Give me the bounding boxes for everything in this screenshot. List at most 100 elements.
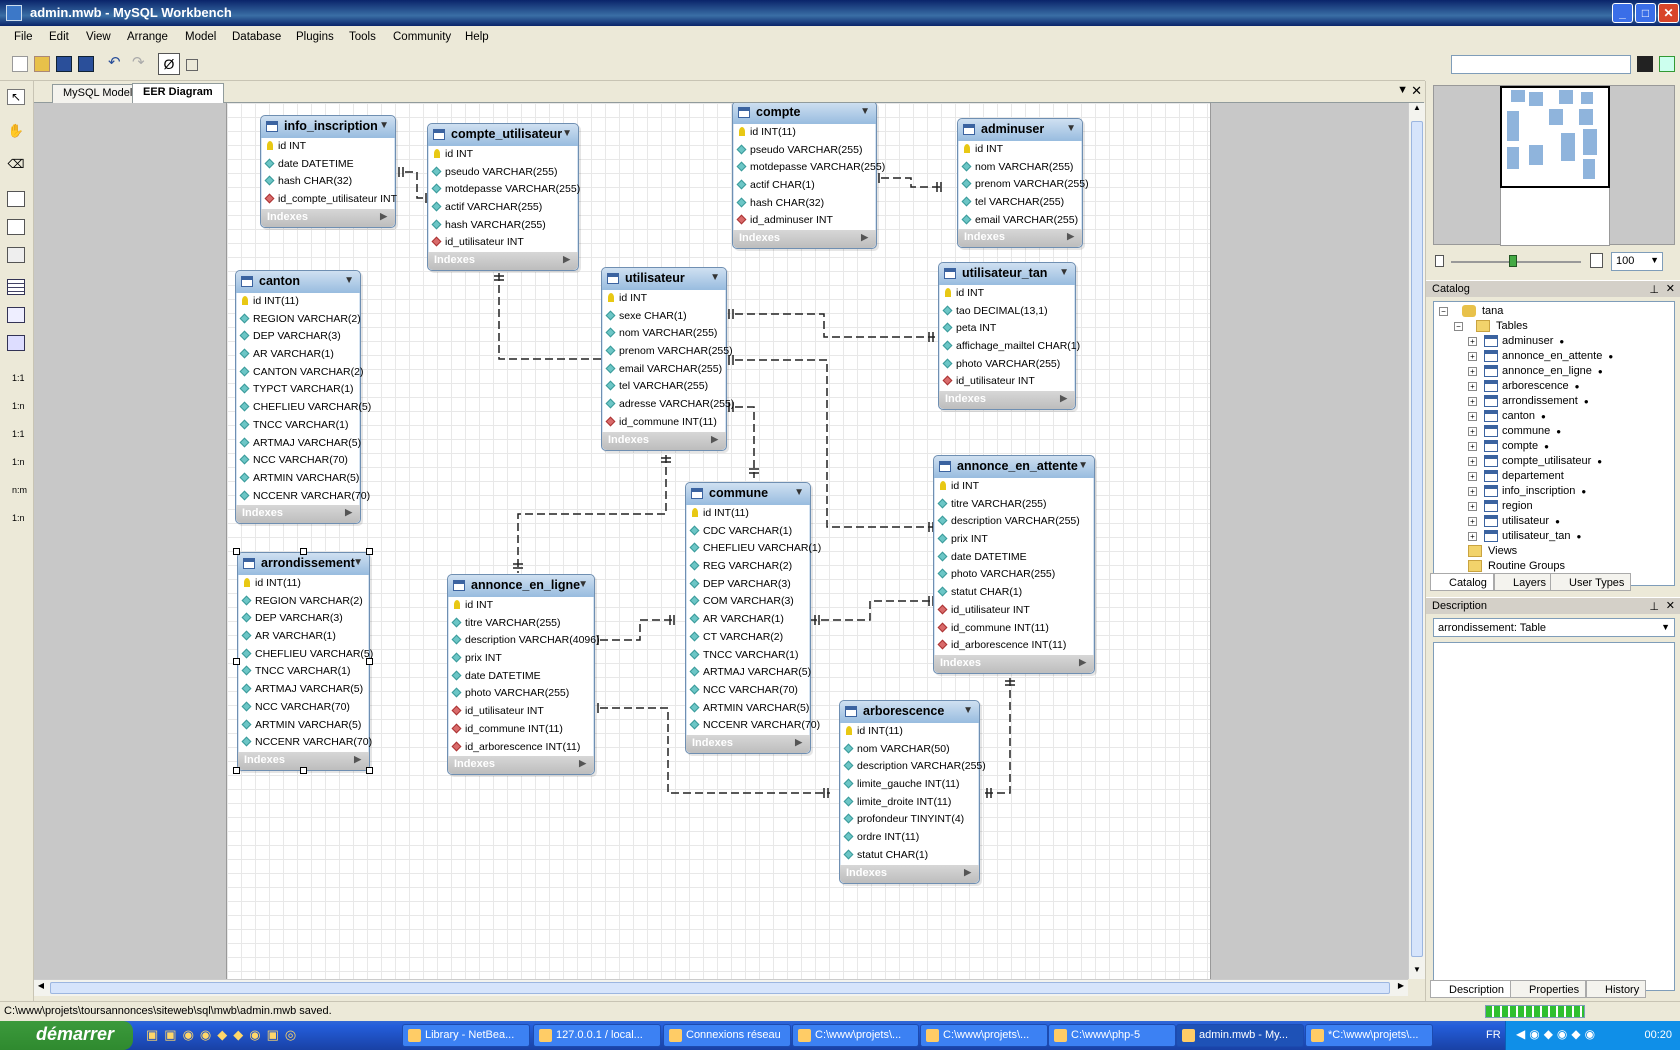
table-header[interactable]: arborescence▼ bbox=[840, 701, 979, 723]
table-column[interactable]: email VARCHAR(255) bbox=[603, 361, 725, 379]
tree-expand-icon[interactable]: + bbox=[1468, 442, 1477, 451]
tray-icons[interactable]: ◀◉◆◉◆◉ bbox=[1516, 1027, 1600, 1041]
collapse-icon[interactable]: ▼ bbox=[379, 120, 389, 131]
open-folder-icon[interactable] bbox=[34, 56, 50, 72]
tree-expand-icon[interactable]: + bbox=[1468, 532, 1477, 541]
tab-user-types[interactable]: User Types bbox=[1550, 573, 1632, 591]
selection-handle[interactable] bbox=[366, 657, 373, 665]
search-input[interactable] bbox=[1451, 55, 1631, 74]
indexes-section[interactable]: Indexes▶ bbox=[939, 391, 1075, 410]
language-indicator[interactable]: FR bbox=[1486, 1029, 1501, 1041]
collapse-icon[interactable]: ▼ bbox=[1059, 267, 1069, 278]
table-column[interactable]: nom VARCHAR(255) bbox=[959, 159, 1081, 177]
indexes-section[interactable]: Indexes▶ bbox=[236, 505, 360, 524]
table-column[interactable]: ARTMAJ VARCHAR(5) bbox=[687, 664, 811, 682]
table-column[interactable]: description VARCHAR(255) bbox=[841, 758, 986, 776]
table-column[interactable]: id INT bbox=[449, 597, 593, 615]
taskbar-button[interactable]: C:\www\projets\... bbox=[792, 1024, 919, 1047]
catalog-table-item[interactable]: commune● bbox=[1502, 425, 1562, 437]
start-button[interactable]: démarrer bbox=[0, 1021, 133, 1050]
table-column[interactable]: ARTMIN VARCHAR(5) bbox=[237, 470, 359, 488]
table-column[interactable]: NCCENR VARCHAR(70) bbox=[239, 734, 372, 752]
table-column[interactable]: motdepasse VARCHAR(255) bbox=[429, 181, 580, 199]
tab-close-icon[interactable]: ✕ bbox=[1411, 83, 1422, 98]
collapse-icon[interactable]: ▼ bbox=[1066, 123, 1076, 134]
collapse-icon[interactable]: ▼ bbox=[860, 106, 870, 117]
expand-icon[interactable]: ▶ bbox=[964, 866, 971, 877]
routine-tool-icon[interactable] bbox=[7, 335, 25, 351]
tab-eer-diagram[interactable]: EER Diagram bbox=[132, 83, 224, 104]
table-column[interactable]: AR VARCHAR(1) bbox=[687, 611, 809, 629]
table-column[interactable]: description VARCHAR(255) bbox=[935, 513, 1093, 531]
schema-name[interactable]: tana bbox=[1482, 305, 1504, 317]
redo-icon[interactable]: ↷ bbox=[132, 54, 145, 71]
views-folder-label[interactable]: Views bbox=[1488, 545, 1518, 557]
expand-icon[interactable]: ▶ bbox=[354, 753, 361, 764]
routine-groups-label[interactable]: Routine Groups bbox=[1488, 560, 1566, 572]
tree-expand-icon[interactable]: + bbox=[1468, 502, 1477, 511]
table-column[interactable]: prix INT bbox=[935, 531, 1093, 549]
tree-expand-icon[interactable]: + bbox=[1468, 472, 1477, 481]
table-header[interactable]: compte▼ bbox=[733, 103, 876, 124]
table-header[interactable]: adminuser▼ bbox=[958, 119, 1082, 141]
tree-expand-icon[interactable]: + bbox=[1468, 427, 1477, 436]
table-tool-icon[interactable] bbox=[7, 279, 25, 295]
hand-tool-icon[interactable]: ✋ bbox=[7, 123, 25, 138]
table-column[interactable]: id_utilisateur INT bbox=[449, 703, 593, 721]
table-column[interactable]: ARTMAJ VARCHAR(5) bbox=[239, 681, 368, 699]
table-column[interactable]: CHEFLIEU VARCHAR(1) bbox=[687, 540, 821, 558]
table-column[interactable]: id INT bbox=[935, 478, 1093, 496]
table-header[interactable]: utilisateur_tan▼ bbox=[939, 263, 1075, 285]
collapse-icon[interactable]: ▼ bbox=[353, 557, 363, 568]
description-object-select[interactable]: arrondissement: Table▼ bbox=[1433, 618, 1675, 637]
tree-expand-icon[interactable]: + bbox=[1468, 457, 1477, 466]
maximize-button[interactable]: □ bbox=[1635, 3, 1656, 23]
table-column[interactable]: limite_gauche INT(11) bbox=[841, 776, 978, 794]
table-column[interactable]: NCCENR VARCHAR(70) bbox=[237, 488, 370, 506]
toggle-page-icon[interactable] bbox=[186, 59, 198, 71]
collapse-icon[interactable]: ▼ bbox=[1078, 460, 1088, 471]
table-arrondissement[interactable]: arrondissement▼id INT(11)REGION VARCHAR(… bbox=[237, 552, 373, 771]
indexes-section[interactable]: Indexes▶ bbox=[934, 654, 1094, 673]
console-icon[interactable] bbox=[1637, 56, 1653, 72]
table-column[interactable]: pseudo VARCHAR(255) bbox=[429, 164, 577, 182]
catalog-tree[interactable]: −tana−Tables+adminuser●+annonce_en_atten… bbox=[1433, 301, 1675, 586]
table-column[interactable]: id_arborescence INT(11) bbox=[935, 637, 1093, 655]
table-column[interactable]: peta INT bbox=[940, 320, 1074, 338]
rel-1-1-id-label[interactable]: 1:1 bbox=[12, 429, 25, 439]
table-column[interactable]: TNCC VARCHAR(1) bbox=[239, 663, 368, 681]
table-column[interactable]: actif VARCHAR(255) bbox=[429, 199, 577, 217]
tree-expand-icon[interactable]: + bbox=[1468, 382, 1477, 391]
table-canton[interactable]: canton▼id INT(11)REGION VARCHAR(2)DEP VA… bbox=[235, 270, 371, 525]
undo-icon[interactable]: ↶ bbox=[108, 54, 121, 71]
table-column[interactable]: ARTMAJ VARCHAR(5) bbox=[237, 435, 361, 453]
table-column[interactable]: statut CHAR(1) bbox=[935, 584, 1093, 602]
table-column[interactable]: limite_droite INT(11) bbox=[841, 794, 978, 812]
indexes-section[interactable]: Indexes▶ bbox=[261, 208, 395, 227]
menu-help[interactable]: Help bbox=[465, 31, 489, 43]
table-column[interactable]: id INT bbox=[603, 290, 725, 308]
table-column[interactable]: prenom VARCHAR(255) bbox=[603, 343, 733, 361]
collapse-icon[interactable]: ▼ bbox=[578, 579, 588, 590]
tree-expand-icon[interactable]: + bbox=[1468, 367, 1477, 376]
taskbar-button[interactable]: Library - NetBea... bbox=[402, 1024, 530, 1047]
tab-menu-icon[interactable]: ▼ bbox=[1397, 84, 1408, 96]
catalog-table-item[interactable]: departement bbox=[1502, 470, 1564, 482]
table-column[interactable]: id_commune INT(11) bbox=[603, 414, 725, 432]
menu-tools[interactable]: Tools bbox=[349, 31, 376, 43]
indexes-section[interactable]: Indexes▶ bbox=[840, 864, 979, 883]
table-column[interactable]: DEP VARCHAR(3) bbox=[237, 328, 359, 346]
collapse-icon[interactable]: ▼ bbox=[344, 275, 354, 286]
table-column[interactable]: CHEFLIEU VARCHAR(5) bbox=[239, 646, 373, 664]
tab-mysql-model[interactable]: MySQL Model bbox=[52, 84, 144, 103]
zoom-select[interactable]: 100▼ bbox=[1611, 252, 1663, 271]
expand-icon[interactable]: ▶ bbox=[345, 507, 352, 518]
table-column[interactable]: DEP VARCHAR(3) bbox=[687, 576, 809, 594]
pointer-tool-icon[interactable]: ↖ bbox=[7, 89, 25, 105]
table-column[interactable]: id INT bbox=[940, 285, 1074, 303]
selection-handle[interactable] bbox=[299, 767, 307, 774]
table-column[interactable]: TNCC VARCHAR(1) bbox=[687, 647, 809, 665]
